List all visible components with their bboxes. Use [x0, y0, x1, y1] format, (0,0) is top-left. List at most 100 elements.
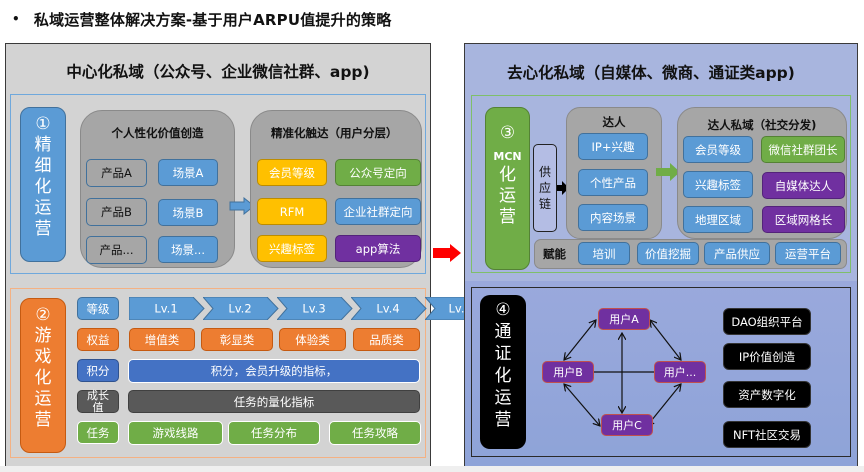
wechat-group-leader-box: 微信社群团长	[761, 136, 845, 163]
product-box: 产品A	[86, 159, 147, 187]
level-chevron-label: Lv.1	[154, 302, 177, 316]
rfm-box: RFM	[257, 198, 327, 225]
label-char: 化	[34, 177, 52, 197]
decentralized-panel-title: 去心化私域（自媒体、微商、通证类app)	[507, 64, 795, 82]
group-title: 个人性化价值创造	[111, 126, 204, 140]
level-chevron-label: Lv.2	[228, 302, 251, 316]
empowerment-row: 赋能 培训 价值挖掘 产品供应 运营平台	[534, 239, 847, 269]
label-char: 营	[34, 219, 52, 239]
arrow-b-c	[564, 384, 600, 426]
centralized-private-domain-panel: 中心化私域（公众号、企业微信社群、app) ① 精 细 化 运 营 个人性化价值…	[5, 43, 501, 467]
mcn-operation-section: ③ MCN 化 运 营 供 应 链 达人 IP+兴趣 个性产品 内容场景 达人私…	[471, 95, 851, 273]
empowerment-label: 赋能	[543, 247, 566, 261]
level-chevron: Lv.3	[277, 297, 353, 320]
arrow-a-more	[650, 320, 681, 360]
supply-char: 链	[538, 197, 551, 211]
group-title: 精准化触达（用户分层）	[271, 126, 398, 140]
level-chevron-label: Lv.3	[302, 302, 325, 316]
right-arrow-icon	[229, 197, 255, 215]
section-number: ②	[35, 305, 51, 325]
black-right-arrow-icon	[557, 181, 569, 195]
geo-region-box: 地理区域	[683, 206, 753, 233]
interest-tag-box: 兴趣标签	[683, 171, 753, 198]
label-char: 证	[494, 344, 512, 364]
growth-label-line: 值	[92, 400, 104, 414]
points-label: 积分	[77, 359, 119, 382]
label-char: 营	[499, 207, 516, 227]
green-right-arrow-icon	[656, 163, 680, 181]
label-char: 运	[34, 389, 52, 409]
section-number: ①	[35, 114, 51, 134]
rights-item: 品质类	[353, 328, 420, 351]
gamified-operation-label: ② 游 戏 化 运 营	[20, 298, 66, 453]
dao-platform-box: DAO组织平台	[723, 308, 811, 335]
group-title: 达人	[602, 115, 626, 129]
influencer-group: 达人 IP+兴趣 个性产品 内容场景	[566, 107, 662, 239]
points-description: 积分，会员升级的指标，	[128, 359, 420, 383]
product-box: 产品...	[86, 236, 147, 264]
scene-box: 场景...	[158, 236, 218, 263]
arrow-a-b	[564, 320, 596, 360]
tasks-label: 任务	[77, 421, 119, 444]
label-char: 运	[34, 198, 52, 218]
enterprise-community-box: 企业社群定向	[335, 198, 421, 225]
supply-chain-box: 供 应 链	[533, 144, 557, 232]
label-char: 运	[499, 186, 516, 206]
growth-value-label: 成长 值	[77, 389, 119, 414]
region-grid-leader-box: 区域网格长	[762, 206, 845, 233]
level-chevron: Lv.1	[129, 297, 205, 320]
member-level-box: 会员等级	[257, 159, 327, 186]
ip-value-box: IP价值创造	[723, 343, 811, 370]
personal-product-box: 个性产品	[578, 169, 648, 196]
rights-label: 权益	[77, 328, 119, 351]
label-char: 化	[499, 165, 516, 185]
label-char: 精	[34, 135, 52, 155]
user-b-node: 用户B	[542, 361, 594, 383]
bullet-icon: •	[12, 12, 20, 26]
personalized-value-group: 个人性化价值创造 产品A 产品B 产品... 场景A 场景B 场景...	[80, 110, 235, 268]
refined-operation-section: ① 精 细 化 运 营 个人性化价值创造 产品A 产品B 产品... 场景A 场…	[10, 94, 426, 274]
gamified-operation-section: ② 游 戏 化 运 营 等级 权益 增值类 彰显类 体验类 品质类 积分 积分，…	[10, 288, 501, 458]
supply-char: 应	[538, 181, 551, 195]
group-title: 达人私域（社交分发)	[707, 118, 817, 132]
level-chevron: Lv.4	[351, 297, 427, 320]
empowerment-item: 培训	[578, 242, 630, 265]
label-char: 化	[494, 366, 512, 386]
self-media-influencer-box: 自媒体达人	[762, 172, 845, 199]
app-algorithm-box: app算法	[335, 235, 421, 262]
precise-reach-group: 精准化触达（用户分层） 会员等级 RFM 兴趣标签 公众号定向 企业社群定向 a…	[250, 110, 422, 268]
growth-value-description: 任务的量化指标	[128, 390, 420, 413]
task-item: 任务分布	[228, 421, 320, 445]
tokenized-operation-section: ④ 通 证 化 运 营 用户A 用户B 用户... 用户C DAO组织平台 IP…	[471, 287, 851, 457]
user-more-node: 用户...	[654, 361, 706, 383]
label-char: 化	[34, 368, 52, 388]
level-chevron: Lv.2	[203, 297, 279, 320]
empowerment-item: 产品供应	[704, 242, 770, 265]
label-char: 通	[494, 322, 512, 342]
member-level-box: 会员等级	[683, 136, 753, 163]
mcn-text: MCN	[493, 150, 522, 163]
task-item: 任务攻略	[329, 421, 421, 445]
rights-item: 增值类	[129, 328, 195, 351]
scene-box: 场景A	[158, 159, 218, 186]
user-c-node: 用户C	[601, 414, 653, 436]
red-right-arrow-icon	[433, 244, 461, 262]
mcn-operation-label: ③ MCN 化 运 营	[485, 107, 530, 270]
product-box: 产品B	[86, 198, 147, 226]
label-char: 运	[494, 388, 512, 408]
task-item: 游戏线路	[128, 421, 223, 445]
ip-interest-box: IP+兴趣	[578, 133, 648, 160]
level-chevron-label: Lv.4	[376, 302, 399, 316]
label-char: 营	[34, 410, 52, 430]
empowerment-item: 运营平台	[775, 242, 841, 265]
supply-char: 供	[538, 165, 551, 179]
influencer-private-domain-group: 达人私域（社交分发) 会员等级 兴趣标签 地理区域 微信社群团长 自媒体达人 区…	[677, 107, 847, 239]
official-account-box: 公众号定向	[335, 159, 421, 186]
label-char: 戏	[34, 347, 52, 367]
nft-trading-box: NFT社区交易	[723, 421, 811, 448]
tokenized-operation-label: ④ 通 证 化 运 营	[480, 295, 526, 449]
section-number: ③	[499, 123, 516, 143]
user-a-node: 用户A	[598, 308, 650, 330]
slide-title: • 私域运营整体解决方案-基于用户ARPU值提升的策略	[12, 6, 391, 32]
rights-item: 体验类	[279, 328, 346, 351]
